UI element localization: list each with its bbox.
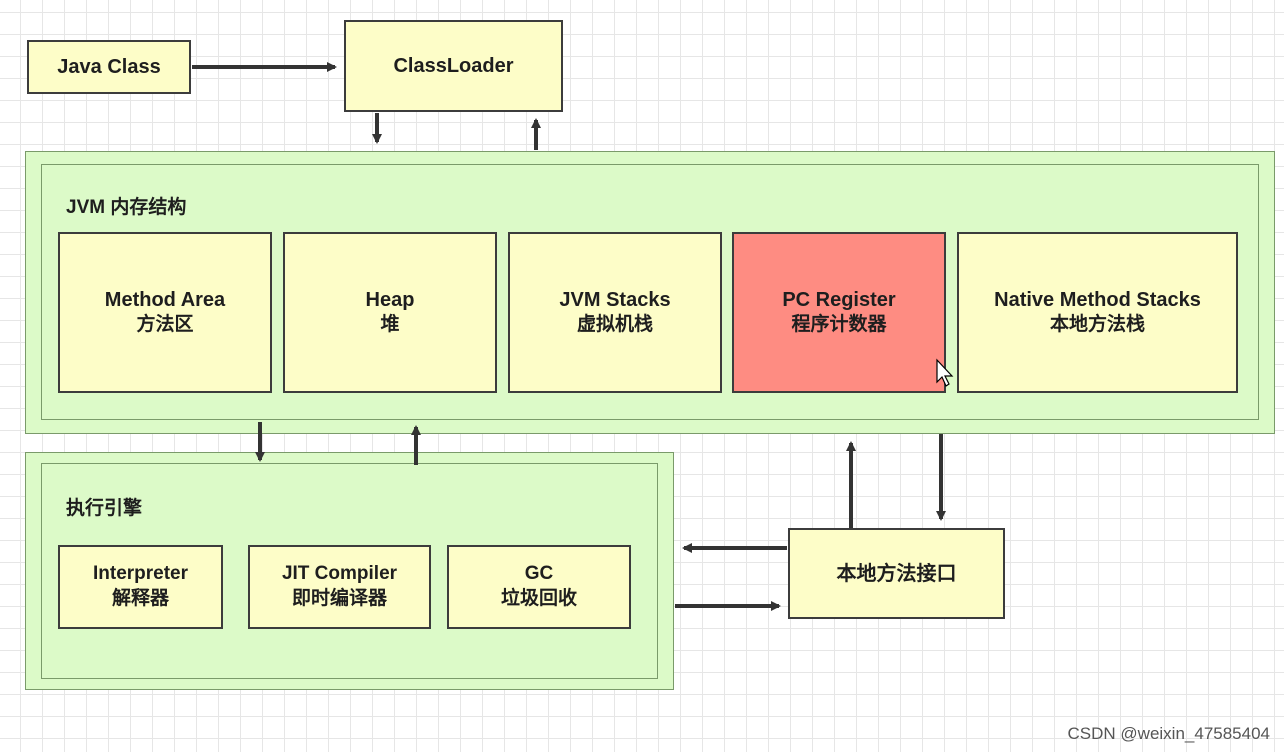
jvm-stacks-node: JVM Stacks 虚拟机栈 [508, 232, 722, 393]
native-interface-node: 本地方法接口 [788, 528, 1005, 619]
jvm-memory-title: JVM 内存结构 [66, 197, 187, 218]
jit-zh: 即时编译器 [291, 588, 387, 609]
java-class-node: Java Class [27, 40, 191, 94]
heap-node: Heap 堆 [283, 232, 497, 393]
interpreter-zh: 解释器 [111, 588, 169, 609]
jit-en: JIT Compiler [281, 563, 398, 585]
method-area-node: Method Area 方法区 [58, 232, 272, 393]
execution-engine-inner-frame [41, 463, 658, 679]
method-area-en: Method Area [104, 289, 226, 312]
method-area-zh: 方法区 [136, 314, 194, 336]
jvm-stacks-zh: 虚拟机栈 [576, 314, 653, 336]
jvm-stacks-en: JVM Stacks [559, 289, 671, 312]
heap-en: Heap [365, 289, 415, 312]
gc-en: GC [524, 563, 554, 585]
execution-engine-title: 执行引擎 [66, 498, 143, 519]
jit-compiler-node: JIT Compiler 即时编译器 [248, 545, 431, 629]
classloader-label: ClassLoader [393, 55, 514, 77]
gc-zh: 垃圾回收 [500, 588, 577, 609]
native-interface-label: 本地方法接口 [836, 562, 957, 585]
java-class-label: Java Class [57, 56, 161, 78]
native-method-stacks-node: Native Method Stacks 本地方法栈 [957, 232, 1238, 393]
pc-register-node: PC Register 程序计数器 [732, 232, 946, 393]
jvm-memory-inner-frame [41, 164, 1259, 420]
mouse-cursor-icon [936, 358, 954, 387]
interpreter-en: Interpreter [92, 563, 189, 585]
interpreter-node: Interpreter 解释器 [58, 545, 223, 629]
classloader-node: ClassLoader [344, 20, 563, 112]
watermark: CSDN @weixin_47585404 [1067, 724, 1270, 743]
heap-zh: 堆 [380, 314, 400, 336]
pc-register-zh: 程序计数器 [791, 314, 887, 336]
pc-register-en: PC Register [782, 289, 896, 312]
native-stacks-zh: 本地方法栈 [1049, 314, 1145, 336]
gc-node: GC 垃圾回收 [447, 545, 631, 629]
native-stacks-en: Native Method Stacks [994, 289, 1201, 312]
